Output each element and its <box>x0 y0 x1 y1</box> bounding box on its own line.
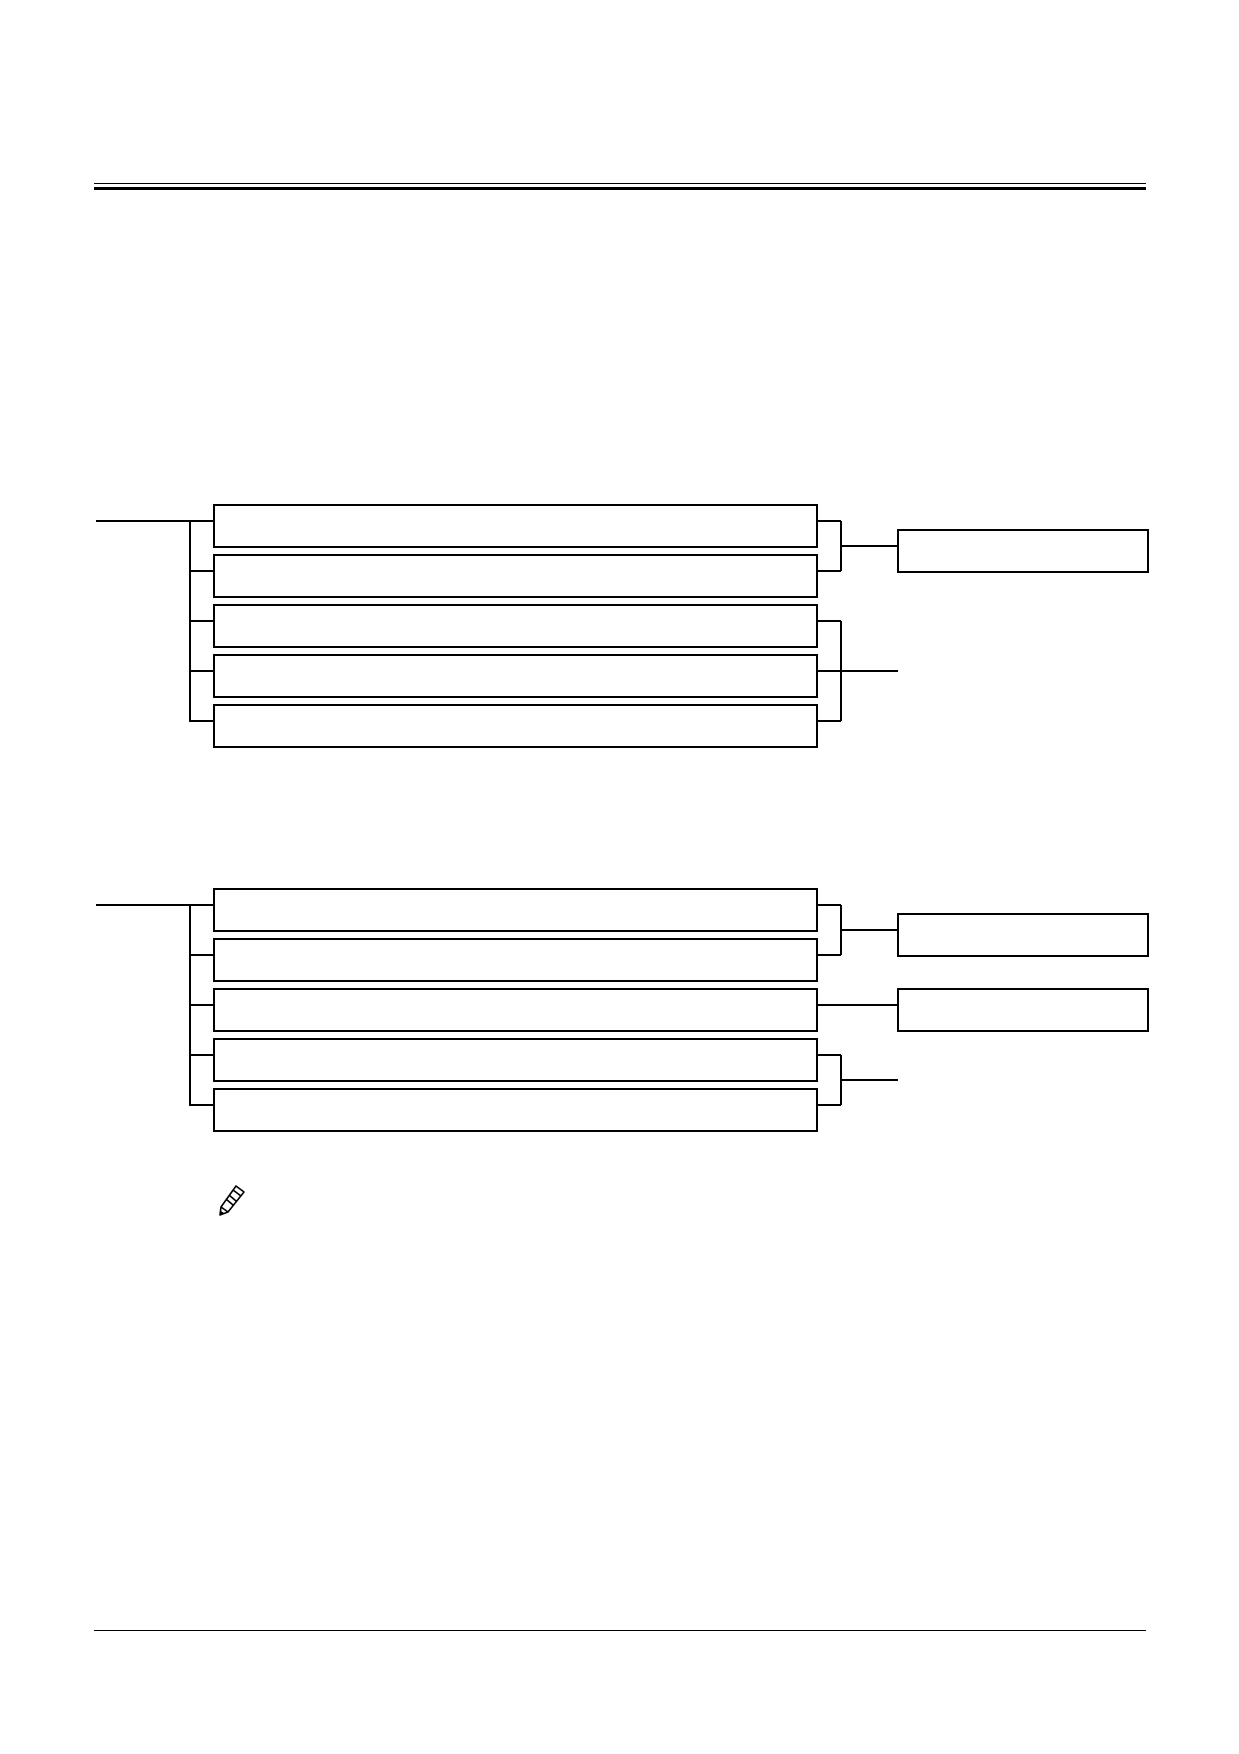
diagram-1-output-bracket-b <box>817 620 898 722</box>
diagram-2-row-1 <box>213 888 818 932</box>
diagram-2-output-bracket-c <box>817 1054 898 1106</box>
diagram-1 <box>96 504 1149 748</box>
diagram-2-input-bracket <box>96 904 214 1106</box>
diagram-2-row-2 <box>213 938 818 982</box>
diagram-2-output-box-1 <box>897 913 1149 957</box>
diagram-2-row-3 <box>213 988 818 1032</box>
diagram-2-row-5 <box>213 1088 818 1132</box>
diagram-1-output-bracket-a <box>817 520 898 572</box>
diagram-2-output-box-2 <box>897 988 1149 1032</box>
diagram-1-output-box-1 <box>897 529 1149 573</box>
diagram-1-row-3 <box>213 604 818 648</box>
header-rule-thin <box>94 183 1146 184</box>
diagram-2 <box>96 888 1149 1132</box>
diagram-1-row-5 <box>213 704 818 748</box>
pencil-icon <box>219 1185 245 1216</box>
diagram-1-row-1 <box>213 504 818 548</box>
diagram-1-row-4 <box>213 654 818 698</box>
header-rule-thick <box>94 187 1146 190</box>
diagram-2-row-4 <box>213 1038 818 1082</box>
diagram-1-input-bracket <box>96 520 214 722</box>
diagram-2-output-bracket-a <box>817 904 898 956</box>
footer-rule <box>94 1630 1146 1631</box>
diagram-1-row-2 <box>213 554 818 598</box>
